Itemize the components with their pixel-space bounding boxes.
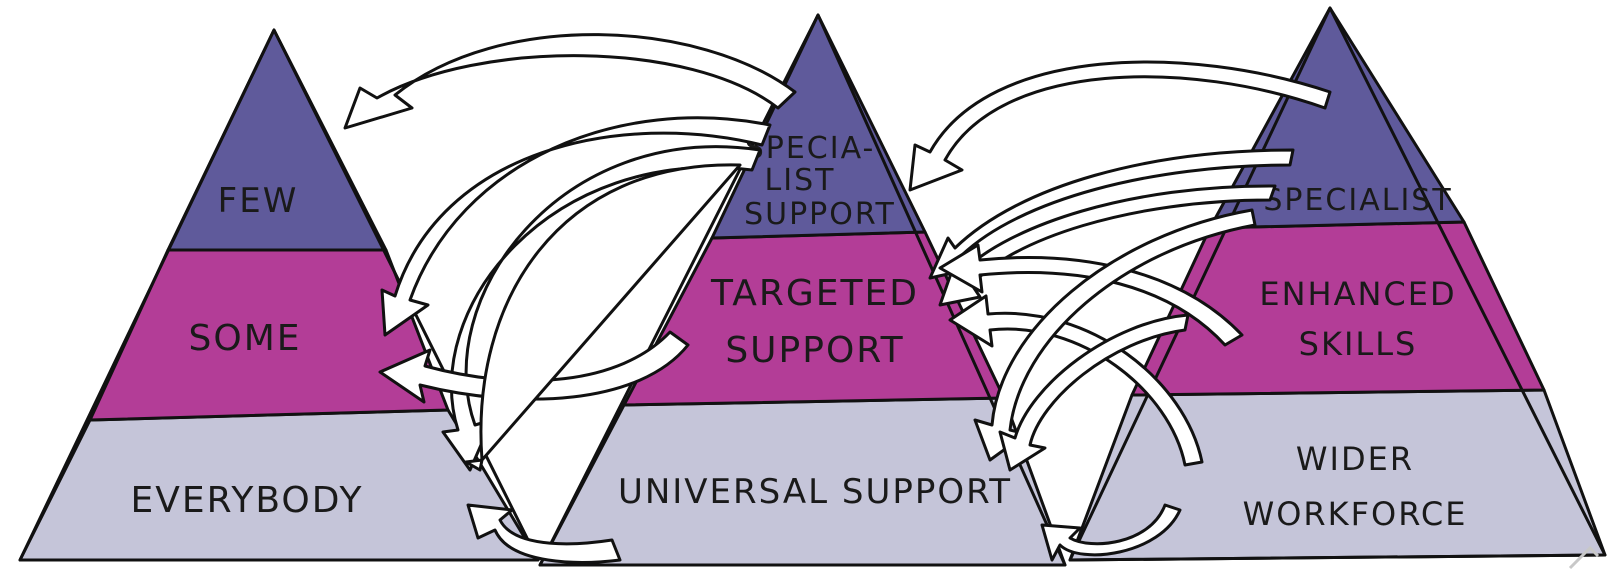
pyramid-right: SPECIALIST ENHANCED SKILLS WIDER WORKFOR… (1068, 6, 1607, 562)
arrow-specialist-to-specialist-support (908, 60, 1332, 192)
pyramid-right-middle-label-line1: ENHANCED (1259, 275, 1456, 313)
arrow-specialist-to-some (380, 116, 772, 337)
pyramid-right-top-tier (1208, 6, 1466, 230)
pyramid-right-outline (1068, 6, 1607, 562)
pyramid-right-top-label: SPECIALIST (1263, 183, 1452, 218)
arrow-specialist-to-few (343, 33, 797, 130)
arrow-enhanced-to-universal (998, 313, 1190, 472)
pyramid-left-top-label: FEW (218, 181, 299, 221)
arrow-targeted-to-everybody (464, 163, 742, 472)
arrow-enhanced-to-targeted-1 (938, 243, 1244, 347)
pyramid-middle-outline (538, 13, 1067, 567)
pyramid-left: FEW SOME EVERYBODY (18, 28, 540, 562)
arrow-enhanced-to-targeted-2 (948, 294, 1204, 467)
pyramid-middle-middle-label-line1: TARGETED (710, 273, 919, 314)
arrows-middle-to-left (343, 33, 797, 564)
pyramid-middle-bottom-label: UNIVERSAL SUPPORT (618, 472, 1012, 512)
arrows-right-to-middle (908, 60, 1332, 562)
pyramid-middle-top-label-line2: LIST (765, 163, 836, 198)
arrow-universal-to-everybody (466, 503, 622, 564)
pyramid-right-middle-label-line2: SKILLS (1299, 325, 1418, 363)
arrow-workforce-to-universal (1040, 503, 1182, 562)
pyramid-right-bottom-label-line1: WIDER (1296, 440, 1414, 478)
pyramid-right-bottom-label-line2: WORKFORCE (1243, 495, 1468, 533)
pyramid-middle: SPECIA- LIST SUPPORT TARGETED SUPPORT UN… (538, 13, 1067, 567)
pyramid-left-bottom-label: EVERYBODY (131, 480, 364, 521)
pyramid-left-middle-label: SOME (189, 318, 302, 359)
arrow-specialist-to-targeted-2 (938, 184, 1277, 307)
pyramid-middle-middle-label-line2: SUPPORT (725, 330, 904, 371)
corner-mark-icon (1568, 545, 1600, 570)
arrow-targeted-to-some (378, 330, 690, 404)
arrow-specialist-to-everybody (441, 145, 762, 472)
pyramid-middle-top-label-line3: SUPPORT (744, 197, 896, 232)
